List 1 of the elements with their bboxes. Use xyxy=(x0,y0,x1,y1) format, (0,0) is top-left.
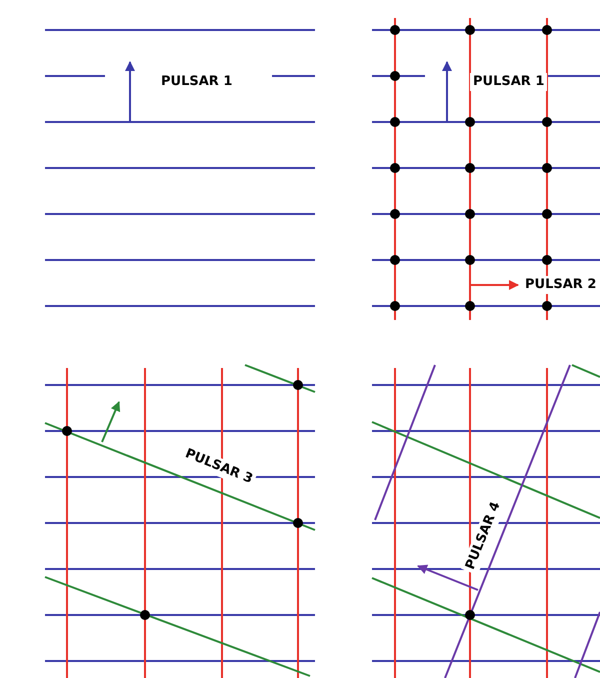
pulsar-label: PULSAR 1 xyxy=(470,73,548,91)
